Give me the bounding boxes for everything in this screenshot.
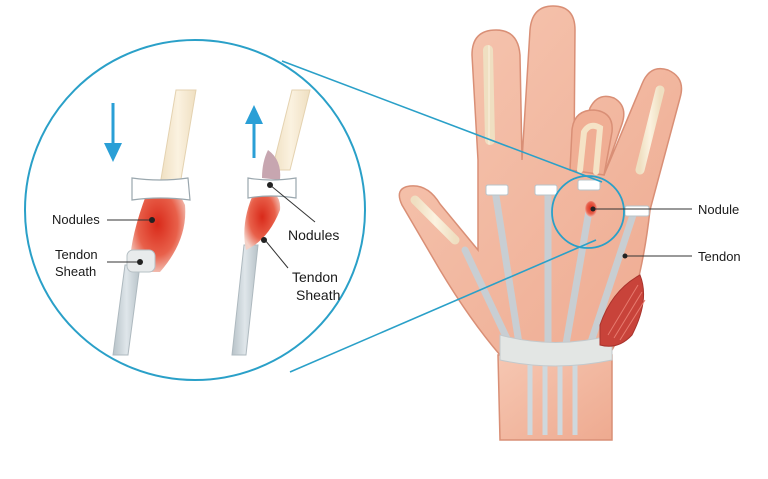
label-tendon-sheath-left-1: Tendon bbox=[55, 247, 98, 262]
curled-finger bbox=[569, 109, 613, 176]
label-nodules-left: Nodules bbox=[52, 212, 100, 227]
label-tendon-sheath-right-2: Sheath bbox=[296, 287, 340, 303]
zoom-circle-large bbox=[24, 39, 366, 381]
label-nodules-right: Nodules bbox=[288, 227, 339, 243]
label-tendon: Tendon bbox=[698, 249, 741, 264]
wrist bbox=[497, 354, 613, 441]
arrow-down-icon bbox=[104, 103, 122, 162]
label-nodule: Nodule bbox=[698, 202, 739, 217]
pulley-right bbox=[247, 177, 297, 199]
arrow-up-icon bbox=[245, 105, 263, 158]
zoom-circle-small bbox=[551, 175, 625, 249]
zoom-callout bbox=[24, 39, 625, 381]
palm-tendons bbox=[461, 186, 637, 354]
hand-illustration bbox=[398, 5, 683, 441]
label-tendon-sheath-left-2: Sheath bbox=[55, 264, 96, 279]
tendon-left bbox=[112, 89, 197, 356]
pulley-left bbox=[131, 177, 191, 201]
carpal-ligament bbox=[499, 334, 613, 367]
tendon-right bbox=[231, 89, 311, 356]
label-tendon-sheath-right-1: Tendon bbox=[292, 269, 338, 285]
